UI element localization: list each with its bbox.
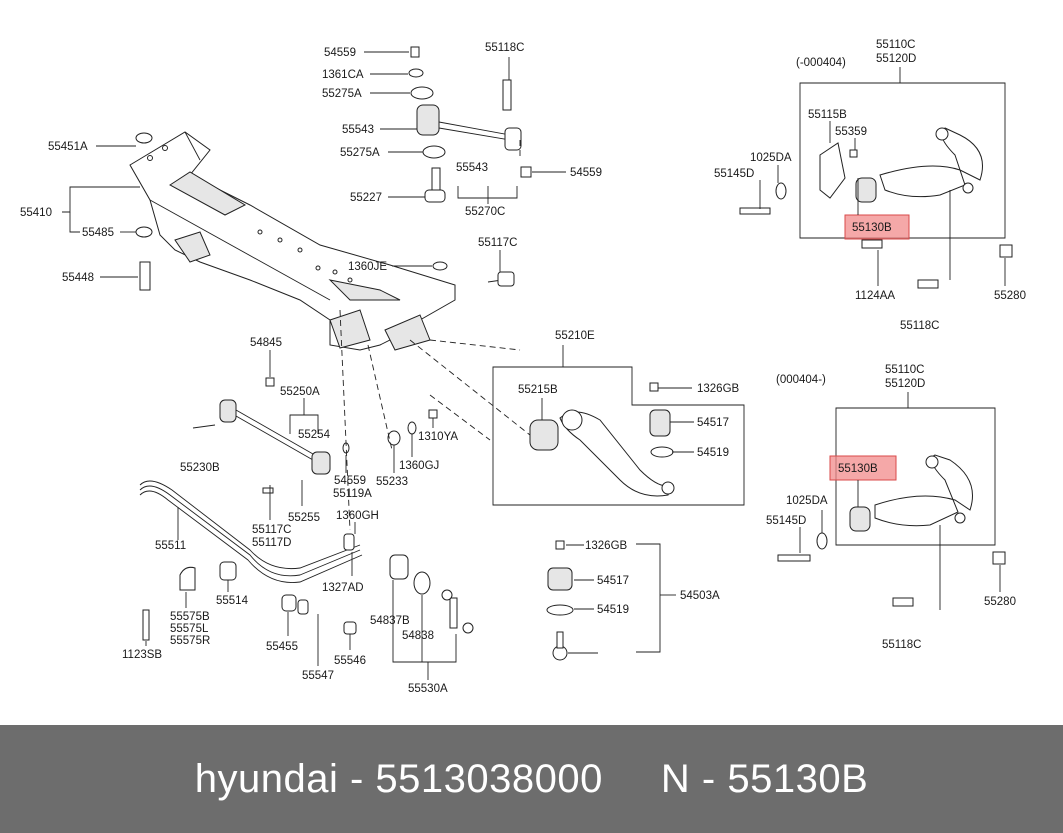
leader-lines [62,51,1006,680]
label-55120d-late: 55120D [885,378,925,390]
trailing-link-drawing [408,46,532,203]
label-55210e: 55210E [555,330,595,342]
label-1326gb-lower: 1326GB [585,540,628,552]
label-1310ya: 1310YA [418,431,458,443]
label-1123sb: 1123SB [122,649,162,661]
ball-joint-drawing [546,540,661,661]
label-55530a: 55530A [408,683,448,695]
label-55233: 55233 [376,476,408,488]
footer-bar: hyundai - 5513038000 N - 55130B [0,725,1063,833]
label-55547: 55547 [302,670,334,682]
label-range-late: (000404-) [776,374,826,386]
label-55117d: 55117D [252,537,291,549]
label-55117c-low: 55117C [252,524,291,536]
label-55117c-mid: 55117C [478,237,517,249]
label-54517-lower: 54517 [597,575,629,587]
label-55250a: 55250A [280,386,320,398]
label-1326gb-upper: 1326GB [697,383,740,395]
label-55227: 55227 [350,192,382,204]
label-55575l: 55575L [170,623,209,635]
label-55543-lower: 55543 [456,162,488,174]
label-1124aa: 1124AA [855,290,895,302]
label-55485: 55485 [82,227,114,239]
label-55215b: 55215B [518,384,558,396]
label-55110c-early: 55110C [876,39,915,51]
label-55130b-early: 55130B [852,222,892,234]
label-55275a-upper: 55275A [322,88,362,100]
label-55145d-early: 55145D [714,168,754,180]
stabilizer-bar-drawing [139,480,474,641]
label-54519-upper: 54519 [697,447,729,459]
label-54559-top: 54559 [324,47,356,59]
footer-caption: hyundai - 5513038000 N - 55130B [194,756,869,801]
subframe-drawing [129,131,456,351]
label-1025da-early: 1025DA [750,152,792,164]
upper-arm-box-late [777,407,1006,607]
label-54559-mid: 54559 [334,475,366,487]
label-54517-upper: 54517 [697,417,729,429]
highlight-55130b-early [844,214,910,240]
part-labels: 54559 1361CA 55275A 55543 55275A 55227 5… [20,39,1026,695]
label-54838: 54838 [402,630,434,642]
label-55130b-late: 55130B [838,463,878,475]
label-55543-upper: 55543 [342,124,374,136]
label-55514: 55514 [216,595,249,607]
label-55546: 55546 [334,655,366,667]
upper-arm-box-early [739,82,1013,289]
label-55119a: 55119A [333,488,372,500]
label-55230b: 55230B [180,462,220,474]
label-55118c-late: 55118C [882,639,921,651]
label-55254: 55254 [298,429,331,441]
label-1361ca: 1361CA [322,69,364,81]
label-55270c: 55270C [465,206,505,218]
label-54559-right: 54559 [570,167,602,179]
highlight-55130b-late [829,455,897,481]
label-1025da-late: 1025DA [786,495,828,507]
label-54519-lower: 54519 [597,604,629,616]
label-55120d-early: 55120D [876,53,916,65]
label-55511: 55511 [155,540,186,552]
lower-arm-box [492,366,745,506]
label-1360gj: 1360GJ [399,460,439,472]
label-55359: 55359 [835,126,867,138]
label-55275a-lower: 55275A [340,147,380,159]
label-55145d-late: 55145D [766,515,806,527]
lateral-link-drawing [135,132,515,475]
label-55455: 55455 [266,641,298,653]
label-55280-early: 55280 [994,290,1026,302]
label-1360gh: 1360GH [336,510,379,522]
label-1327ad: 1327AD [322,582,364,594]
label-55410: 55410 [20,207,52,219]
label-55280-late: 55280 [984,596,1016,608]
label-54837b: 54837B [370,615,410,627]
label-55118c-top: 55118C [485,42,524,54]
label-55451a: 55451A [48,141,88,153]
label-55448: 55448 [62,272,94,284]
projection-lines [339,140,531,531]
label-55575b: 55575B [170,611,210,623]
label-54503a: 54503A [680,590,720,602]
label-55115b: 55115B [808,109,847,121]
label-55575r: 55575R [170,635,210,647]
label-55118c-early: 55118C [900,320,939,332]
parts-diagram: 54559 1361CA 55275A 55543 55275A 55227 5… [20,39,1026,695]
label-1360je: 1360JE [348,261,387,273]
label-55110c-late: 55110C [885,364,924,376]
label-55255: 55255 [288,512,320,524]
label-54845: 54845 [250,337,282,349]
label-range-early: (-000404) [796,57,846,69]
